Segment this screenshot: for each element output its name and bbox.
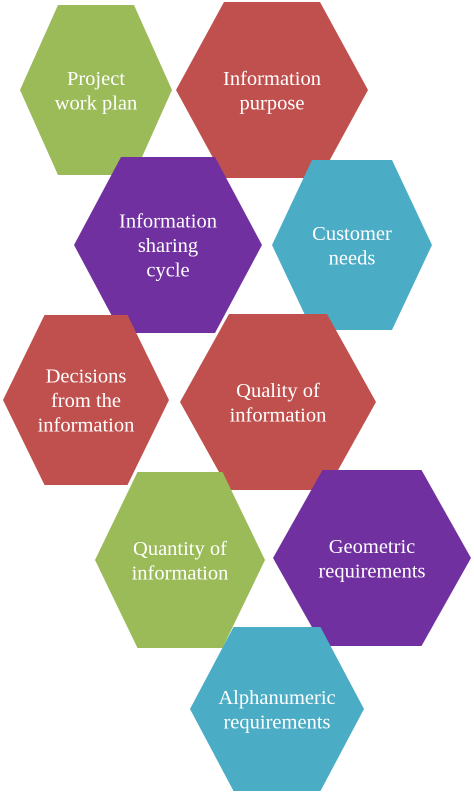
hexagon-shape [74,157,262,333]
hexagon-shape [180,314,376,490]
hexagon-label-line: needs [329,247,376,269]
hexagon-shape [190,627,364,791]
hexagon-shape [20,5,172,175]
hexagon-shape [272,160,432,330]
hexagon-label-line: information [132,562,229,584]
hexagon-label-line: information [230,404,327,426]
hexagon-label-line: purpose [240,92,305,114]
hexagon-label-line: work plan [55,92,138,114]
hexagon-label-line: Project [67,68,125,90]
hexagon-label-line: Customer [312,223,392,245]
hexagon-label-line: cycle [146,260,189,282]
hexagon-shape [3,315,169,485]
hexagon-label-line: Quality of [236,380,320,402]
hexagon-label-line: requirements [318,560,425,582]
hexagon-label-line: Quantity of [133,538,227,560]
hexagon-label-line: requirements [223,711,330,733]
hexagon-shape [95,472,265,648]
hexagon-label-line: Geometric [329,536,416,558]
hexagon-shape [273,470,471,646]
hexagon-label-line: Decisions [46,366,127,388]
hexagon-label-line: information [38,415,135,437]
hexagon-label-line: Alphanumeric [218,687,335,709]
hexagon-label-line: from the [51,390,121,412]
hexagon-shape [176,2,368,178]
hexagon-label-line: sharing [138,235,198,257]
hexagon-label-line: Information [119,211,217,233]
hexagon-label-line: Information [223,68,321,90]
